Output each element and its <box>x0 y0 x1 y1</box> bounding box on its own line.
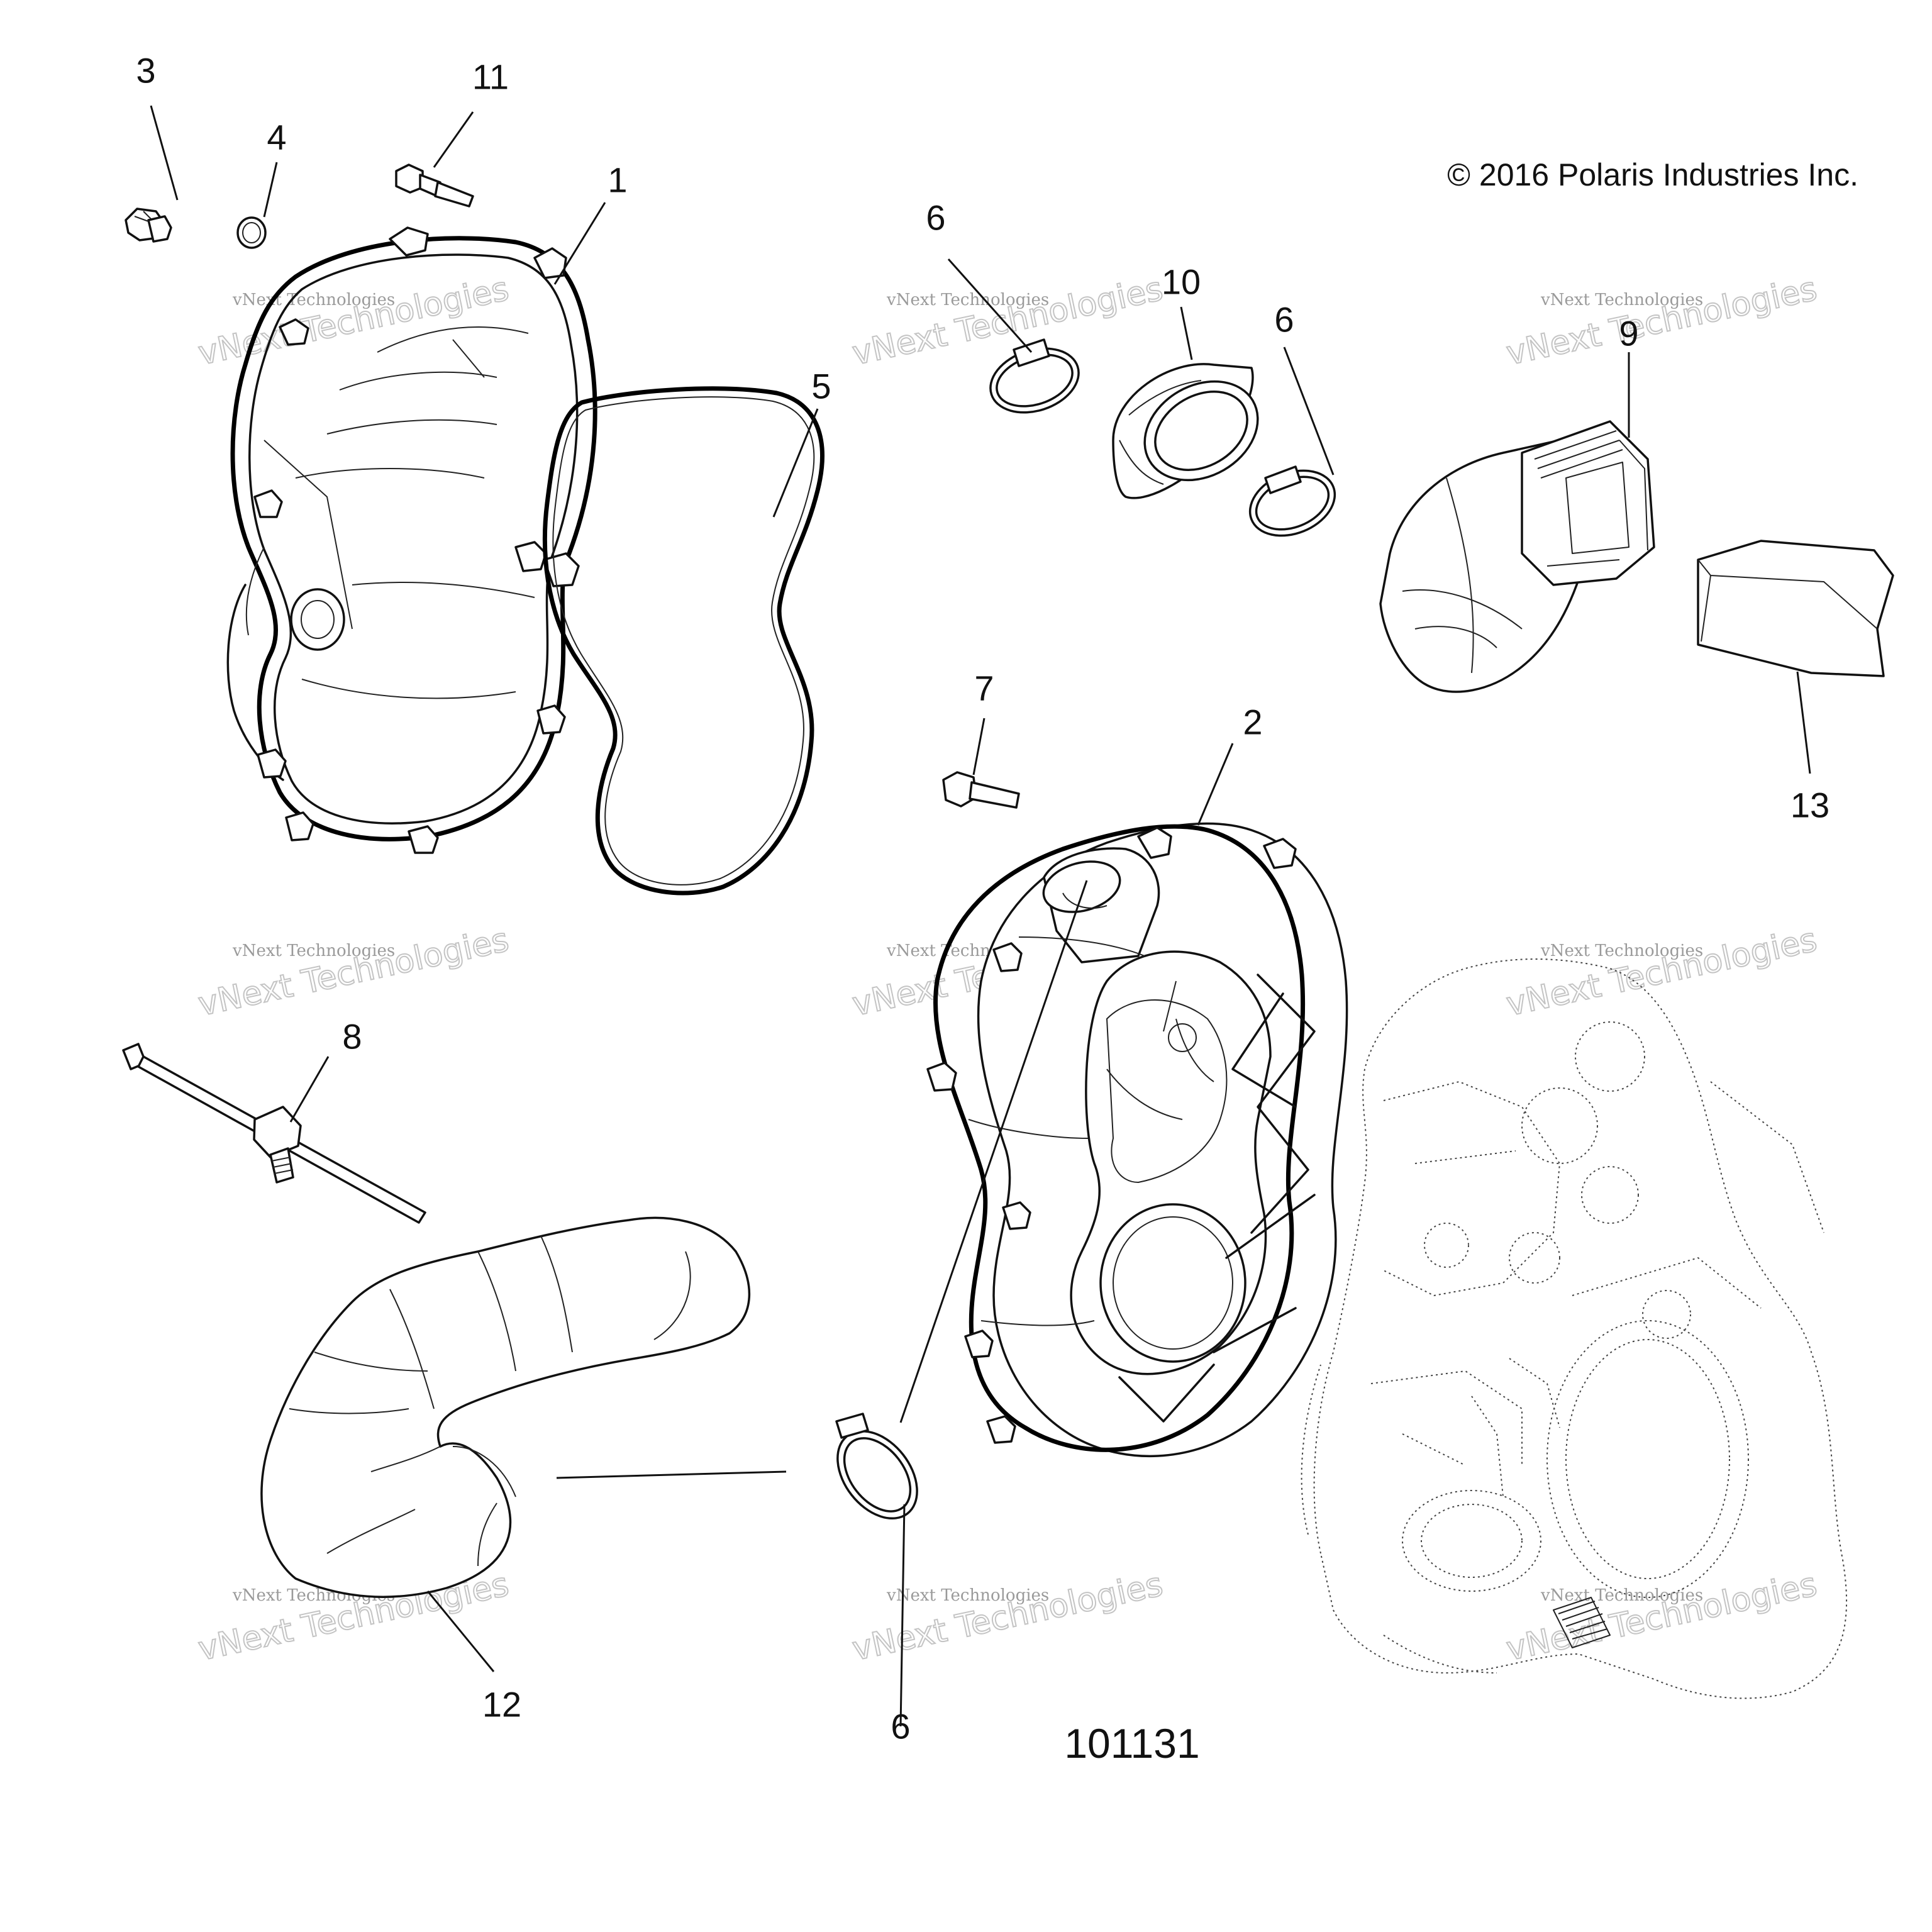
part-2-inner-clutch-cover <box>926 822 1348 1458</box>
watermark-text: vNext Technologies <box>1540 291 1703 309</box>
watermark-outline-text: vNext Technologies <box>1503 1566 1820 1668</box>
callout-10: 10 <box>1162 262 1201 302</box>
callout-4: 4 <box>267 118 286 157</box>
callout-7: 7 <box>974 669 994 708</box>
engine-phantom-outline <box>1301 958 1847 1699</box>
callout-8: 8 <box>342 1017 362 1057</box>
watermark-outline-text: vNext Technologies <box>849 1566 1166 1668</box>
callout-11: 11 <box>472 57 509 97</box>
part-6-hose-clamp-upper <box>989 338 1080 414</box>
part-5-cover-gasket <box>542 386 824 896</box>
part-4-o-ring <box>236 216 267 249</box>
watermark-mid-right: vNext Technologies vNext Technologies <box>1502 921 1821 1024</box>
part-13-duct-cap <box>1697 540 1894 677</box>
callout-5: 5 <box>811 367 831 406</box>
watermark-top-center: vNext Technologies vNext Technologies <box>848 270 1167 374</box>
watermark-outline-text: vNext Technologies <box>849 270 1166 373</box>
watermark-outline-text: vNext Technologies <box>195 270 512 373</box>
watermark-bottom-right: vNext Technologies vNext Technologies <box>1502 1565 1821 1669</box>
callout-9: 9 <box>1619 314 1638 353</box>
callout-6-upper: 6 <box>926 198 945 238</box>
callout-2: 2 <box>1243 702 1262 742</box>
part-7-bolt <box>942 771 1020 809</box>
callout-13: 13 <box>1790 786 1829 825</box>
watermark-top-right: vNext Technologies vNext Technologies <box>1502 270 1821 374</box>
part-9-intake-duct-elbow <box>1379 420 1655 693</box>
callouts: 3 4 11 1 5 6 10 6 9 13 7 2 8 6 12 <box>136 51 1829 1746</box>
watermark-text: vNext Technologies <box>886 291 1049 309</box>
part-6-hose-clamp-middle <box>1248 465 1336 537</box>
watermark-outline-text: vNext Technologies <box>195 921 512 1024</box>
part-12-intake-hose <box>260 1216 751 1598</box>
part-4-o-ring-inner <box>242 222 261 243</box>
callout-6-lower: 6 <box>891 1707 910 1746</box>
watermark-text: vNext Technologies <box>232 941 395 960</box>
watermark-mid-left: vNext Technologies vNext Technologies <box>194 921 513 1024</box>
part-8-cable-tie <box>122 1043 426 1224</box>
watermark-text: vNext Technologies <box>1540 941 1703 960</box>
figure-number: 101131 <box>1064 1720 1199 1767</box>
part-10-duct-coupler <box>1112 363 1259 499</box>
callout-12: 12 <box>482 1685 521 1724</box>
watermark-outline-text: vNext Technologies <box>1503 270 1820 373</box>
watermark-text: vNext Technologies <box>232 291 395 309</box>
watermark-outline-text: vNext Technologies <box>1503 921 1820 1024</box>
callout-6-middle: 6 <box>1274 300 1294 340</box>
callout-3: 3 <box>136 51 155 91</box>
watermark-bottom-center: vNext Technologies vNext Technologies <box>848 1565 1167 1669</box>
copyright-notice: © 2016 Polaris Industries Inc. <box>1447 157 1858 192</box>
watermark-text: vNext Technologies <box>1540 1586 1703 1605</box>
part-1-clutch-outer-cover <box>226 226 597 854</box>
callout-1: 1 <box>608 160 627 200</box>
part-3-drain-plug <box>125 208 172 243</box>
leader-lines <box>150 105 1811 1727</box>
part-11-bolt <box>395 164 474 208</box>
watermark-text: vNext Technologies <box>886 1586 1049 1605</box>
watermark-top-left: vNext Technologies vNext Technologies <box>194 270 513 374</box>
part-6-hose-clamp-lower <box>835 1413 918 1520</box>
